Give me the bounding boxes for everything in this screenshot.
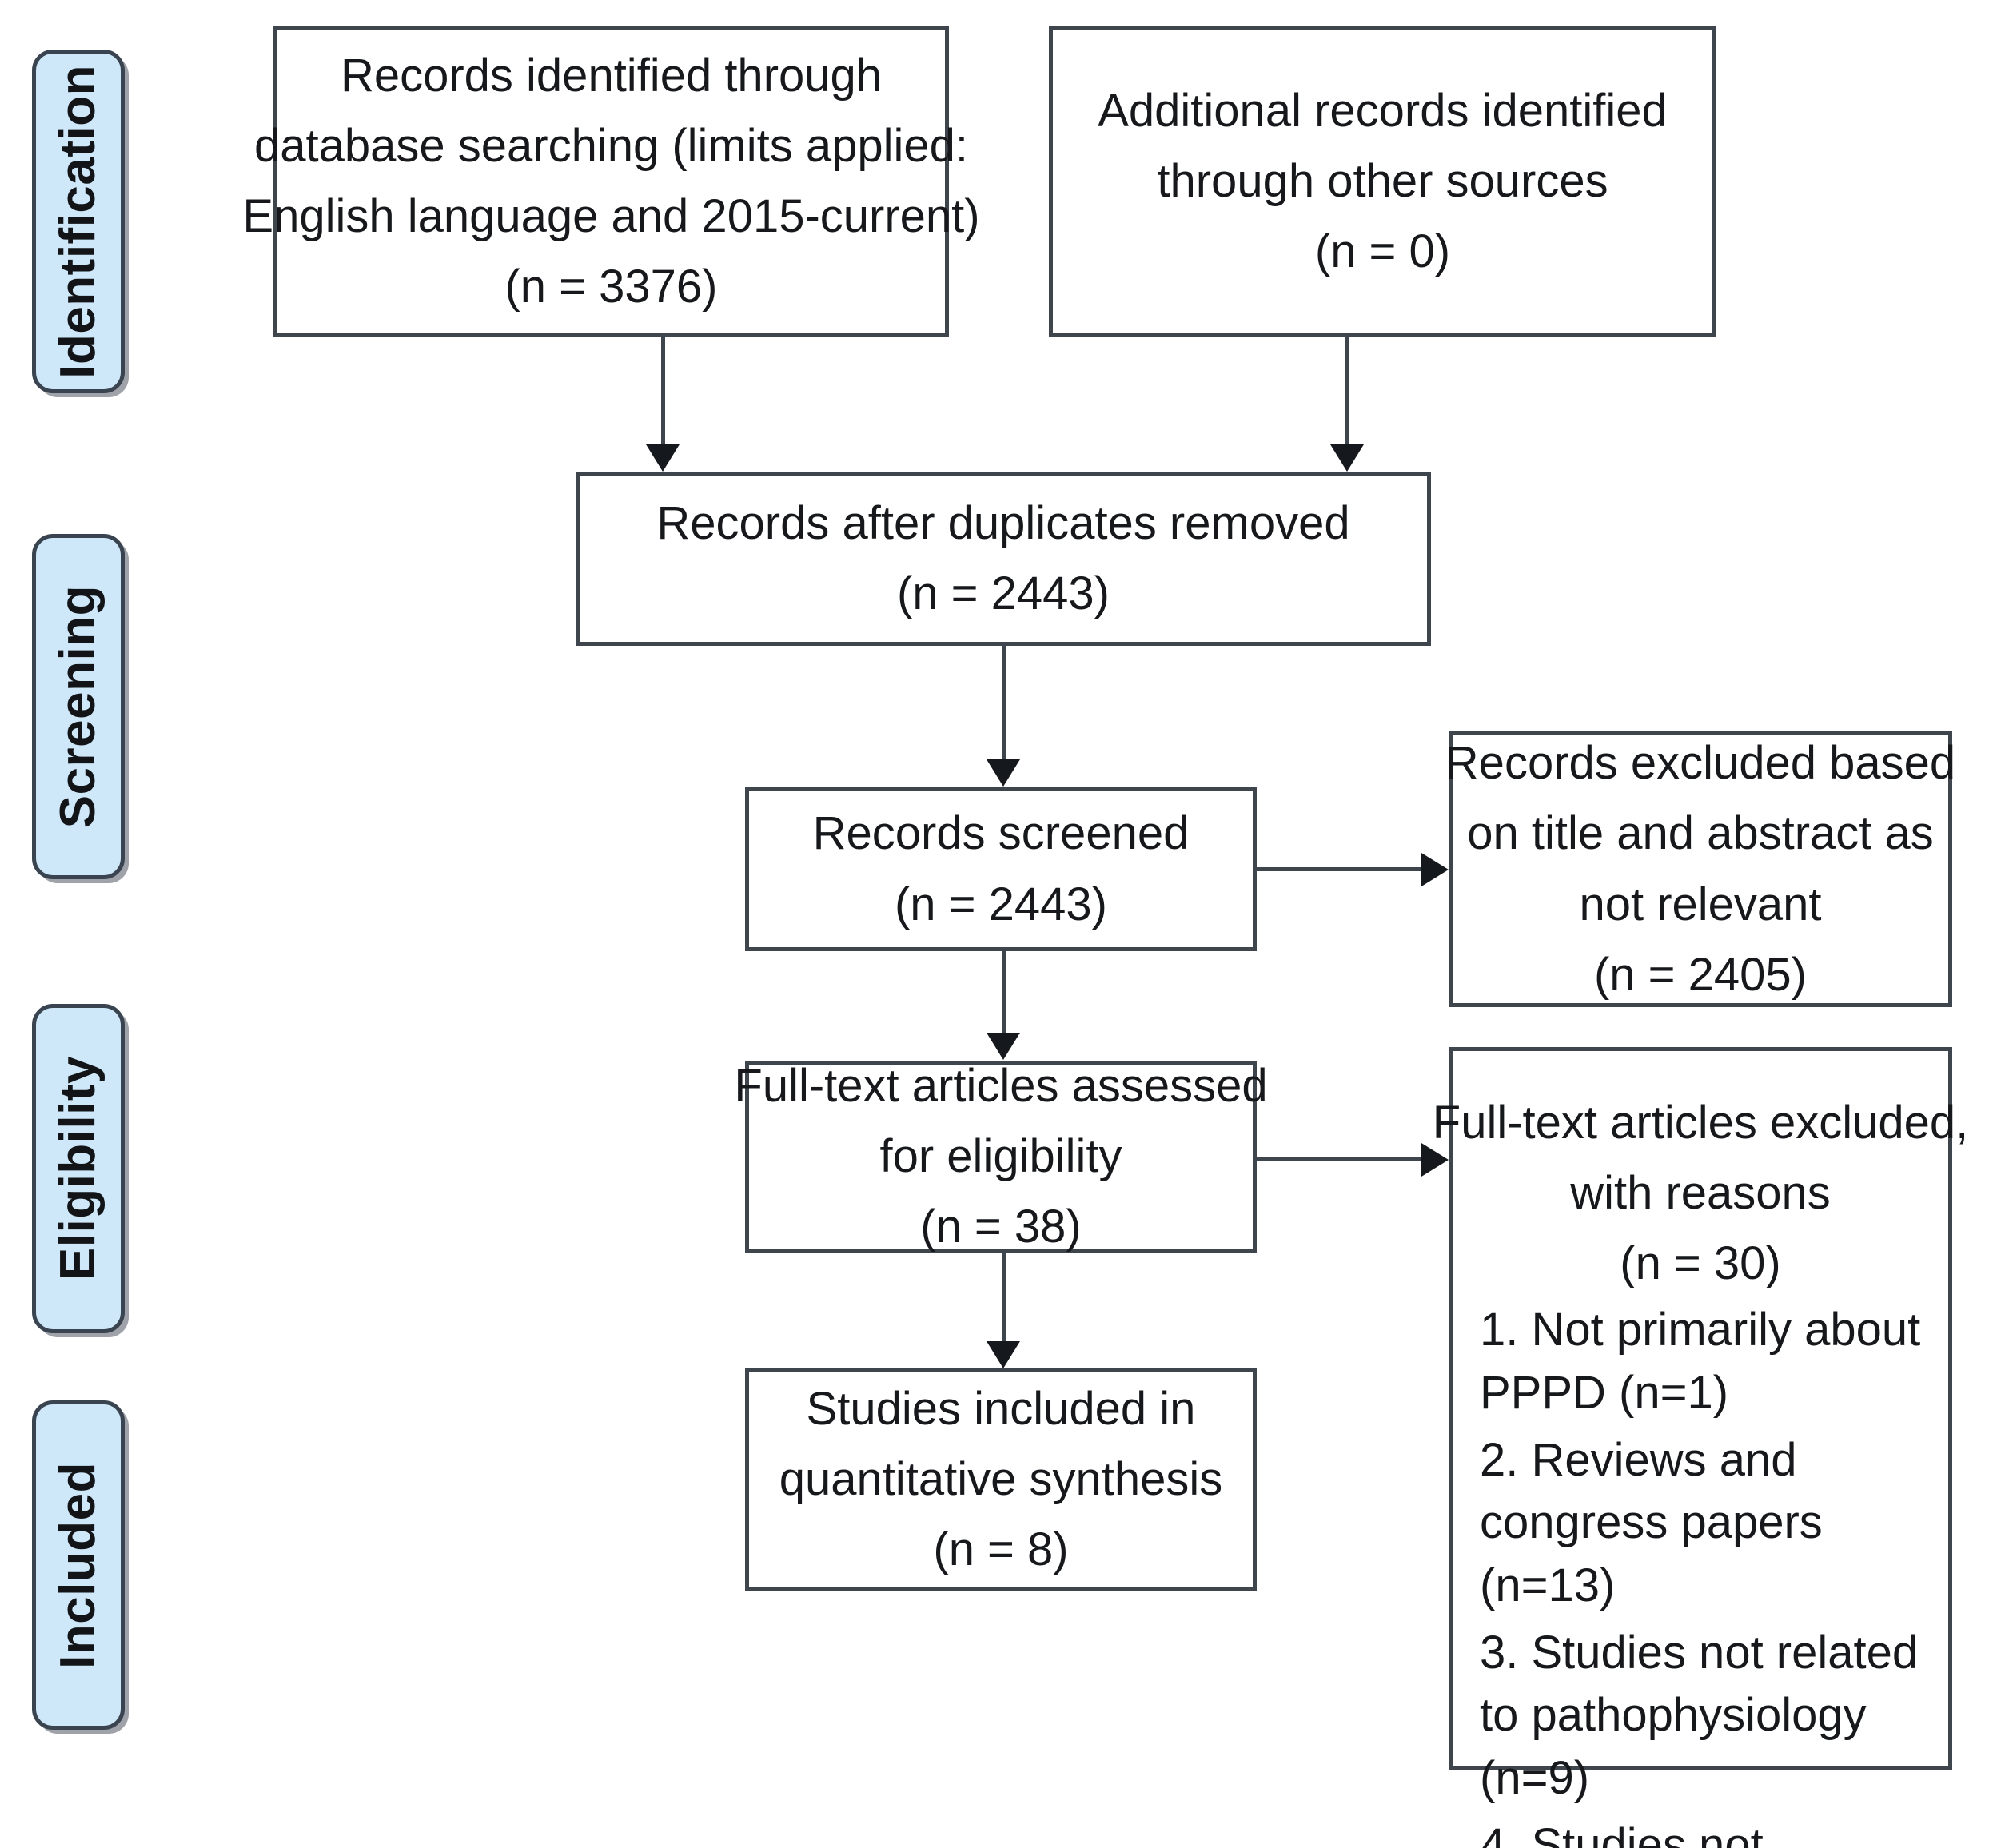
stage-label-included: Included xyxy=(50,1461,106,1669)
stage-label-identification: Identification xyxy=(50,64,106,379)
fulltext-excluded-line-1: Full-text articles excluded, xyxy=(1432,1097,1969,1149)
arrow-screened-to-excluded xyxy=(1421,853,1449,886)
records-excluded-line-3: not relevant xyxy=(1579,878,1822,930)
fulltext-assessed-count: (n = 38) xyxy=(920,1201,1082,1253)
exclusion-reason-4: 4. Studies not including brain imagery t… xyxy=(1480,1818,1764,1848)
fulltext-excluded-line-2: with reasons xyxy=(1570,1167,1831,1220)
studies-included-line-1: Studies included in xyxy=(806,1382,1196,1435)
box-fulltext-excluded: Full-text articles excluded, with reason… xyxy=(1433,1047,1968,1848)
fulltext-excluded-reason-list: 1. Not primarily about PPPD (n=1) 2. Rev… xyxy=(1453,1299,1948,1848)
fulltext-assessed-line-1: Full-text articles assessed xyxy=(734,1059,1268,1112)
duplicates-removed-line-1: Records after duplicates removed xyxy=(656,496,1350,549)
box-studies-included: Studies included in quantitative synthes… xyxy=(745,1368,1257,1591)
additional-records-line-2: through other sources xyxy=(1157,154,1608,207)
arrow-duplicates-to-screened xyxy=(987,759,1020,787)
records-identified-count: (n = 3376) xyxy=(504,261,718,313)
additional-records-line-1: Additional records identified xyxy=(1098,84,1668,137)
connector-assessed-to-excluded xyxy=(1257,1157,1426,1161)
records-excluded-line-2: on title and abstract as xyxy=(1467,807,1934,860)
arrow-assessed-to-excluded xyxy=(1421,1143,1449,1177)
box-duplicates-removed: Records after duplicates removed (n = 24… xyxy=(576,472,1431,646)
records-excluded-line-1: Records excluded based xyxy=(1445,737,1956,790)
records-identified-line-1: Records identified through xyxy=(340,49,883,102)
stage-label-screening: Screening xyxy=(50,584,106,829)
box-fulltext-assessed: Full-text articles assessed for eligibil… xyxy=(734,1060,1267,1253)
stage-tab-eligibility: Eligibility xyxy=(32,1004,125,1333)
connector-fulltext-to-included xyxy=(1002,1253,1006,1344)
box-records-excluded: Records excluded based on title and abst… xyxy=(1445,731,1955,1007)
arrow-additional-to-duplicates xyxy=(1330,444,1364,472)
arrow-identified-to-duplicates xyxy=(646,444,680,472)
fulltext-excluded-count: (n = 30) xyxy=(1620,1237,1781,1290)
box-records-identified: Records identified through database sear… xyxy=(242,26,980,337)
records-identified-line-2: database searching (limits applied: xyxy=(253,119,969,172)
fulltext-assessed-line-2: for eligibility xyxy=(879,1129,1122,1182)
connector-screened-to-fulltext xyxy=(1002,951,1006,1035)
connector-screened-to-excluded xyxy=(1257,867,1426,871)
exclusion-reason-1: 1. Not primarily about PPPD (n=1) xyxy=(1480,1304,1921,1419)
connector-duplicates-to-screened xyxy=(1002,646,1006,764)
arrow-fulltext-to-included xyxy=(987,1341,1020,1368)
studies-included-count: (n = 8) xyxy=(933,1523,1069,1576)
connector-additional-to-duplicates xyxy=(1345,337,1349,449)
box-records-screened: Records screened (n = 2443) xyxy=(745,787,1257,951)
records-excluded-count: (n = 2405) xyxy=(1593,948,1807,1001)
stage-tab-identification: Identification xyxy=(32,50,125,393)
records-screened-line-1: Records screened xyxy=(812,807,1190,860)
records-screened-count: (n = 2443) xyxy=(894,878,1107,930)
box-additional-records: Additional records identified through ot… xyxy=(1049,26,1716,337)
duplicates-removed-count: (n = 2443) xyxy=(896,568,1110,619)
records-identified-line-3: English language and 2015-current) xyxy=(242,190,980,242)
exclusion-reason-3: 3. Studies not related to pathophysiolog… xyxy=(1480,1626,1919,1804)
stage-tab-included: Included xyxy=(32,1400,125,1730)
stage-tab-screening: Screening xyxy=(32,534,125,879)
arrow-screened-to-fulltext xyxy=(987,1033,1020,1060)
studies-included-line-2: quantitative synthesis xyxy=(779,1452,1223,1505)
exclusion-reason-2: 2. Reviews and congress papers (n=13) xyxy=(1480,1434,1823,1611)
additional-records-count: (n = 0) xyxy=(1314,225,1451,278)
connector-identified-to-duplicates xyxy=(661,337,665,449)
stage-label-eligibility: Eligibility xyxy=(50,1056,106,1281)
